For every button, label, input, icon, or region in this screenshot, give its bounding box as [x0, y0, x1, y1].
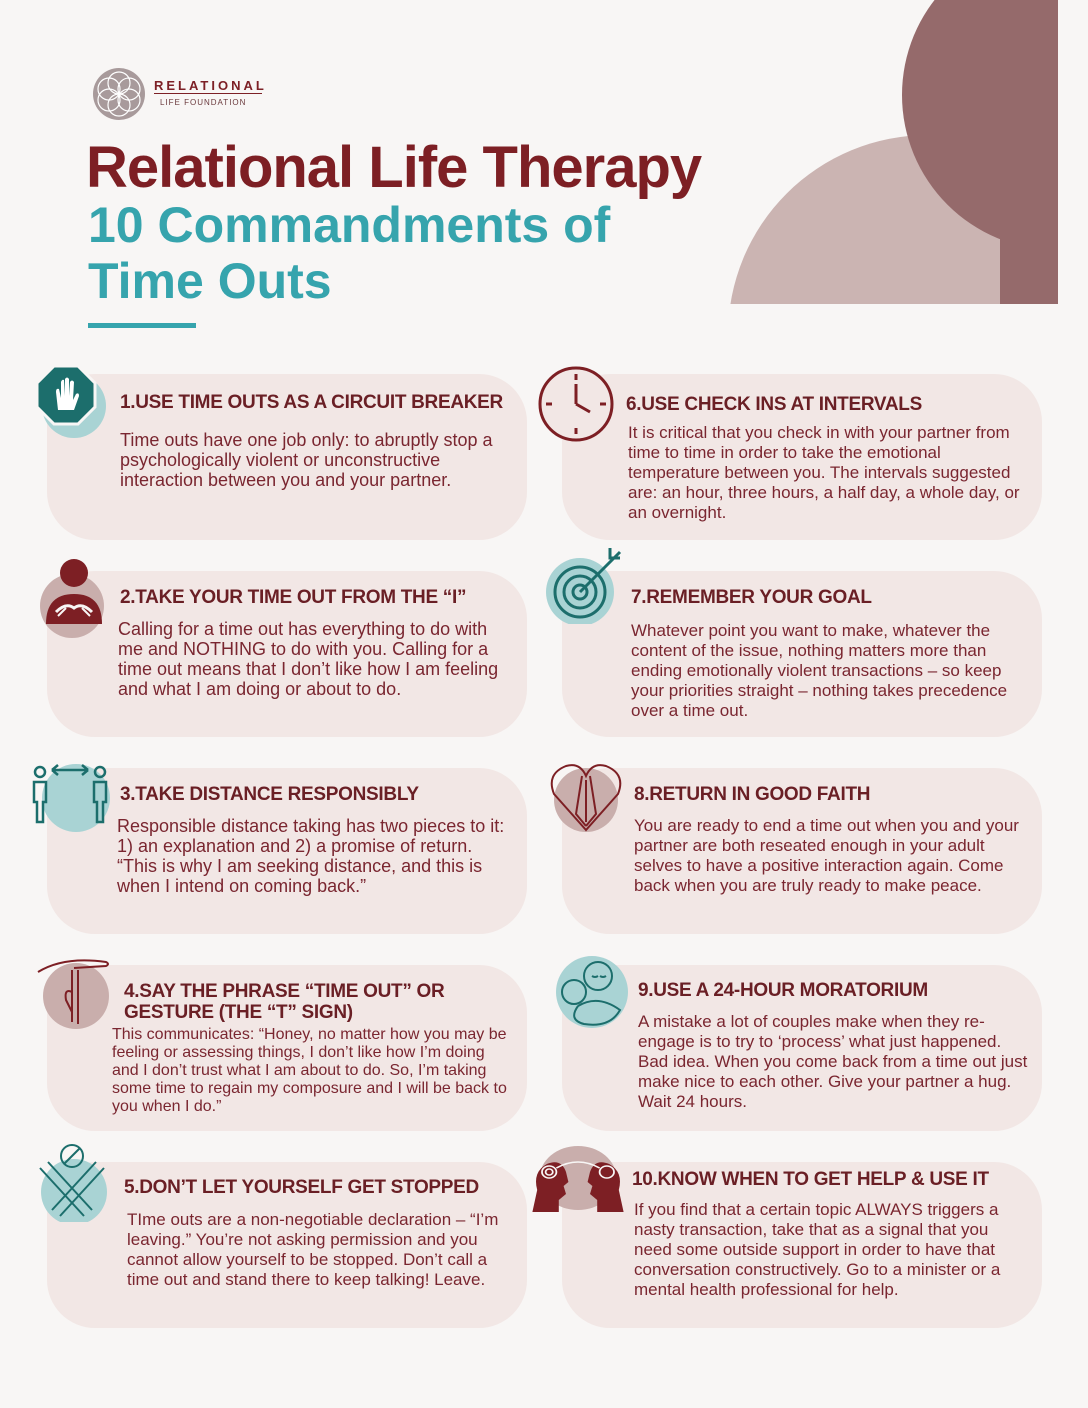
commandment-body-8: You are ready to end a time out when you…: [634, 816, 1019, 895]
commandment-body-10: If you find that a certain topic ALWAYS …: [634, 1200, 1001, 1299]
clock-icon: [536, 364, 616, 444]
distance-people-icon: [30, 756, 110, 836]
commandment-card-1: [47, 374, 527, 540]
stop-hand-icon: [28, 362, 108, 442]
target-icon: [544, 544, 624, 624]
commandment-card-6: [562, 374, 1042, 540]
commandment-title-3: 3.TAKE DISTANCE RESPONSIBLY: [120, 784, 419, 805]
page-title: Relational Life Therapy: [86, 135, 702, 200]
logo-divider: [154, 93, 262, 94]
commandment-title-4: 4.SAY THE PHRASE “TIME OUT” OR GESTURE (…: [124, 981, 445, 1023]
title-underline: [88, 323, 196, 328]
decorative-circle-dark: [880, 0, 1058, 304]
commandment-body-9: A mistake a lot of couples make when the…: [638, 1012, 1028, 1111]
commandment-body-3: Responsible distance taking has two piec…: [117, 816, 505, 897]
commandment-card-3: [47, 768, 527, 934]
commandment-card-2: [47, 571, 527, 737]
commandment-title-7: 7.REMEMBER YOUR GOAL: [631, 587, 872, 608]
commandment-title-10: 10.KNOW WHEN TO GET HELP & USE IT: [632, 1169, 989, 1190]
hug-icon: [550, 950, 630, 1030]
commandment-body-5: TIme outs are a non-negotiable declarati…: [127, 1210, 499, 1289]
commandment-body-1: Time outs have one job only: to abruptly…: [120, 430, 493, 491]
commandment-body-2: Calling for a time out has everything to…: [118, 619, 499, 700]
t-sign-hands-icon: [34, 952, 114, 1032]
page-subtitle: 10 Commandments of Time Outs: [88, 197, 611, 309]
commandment-title-8: 8.RETURN IN GOOD FAITH: [634, 784, 871, 805]
heart-praying-hands-icon: [546, 756, 626, 836]
crossed-hands-icon: [32, 1142, 112, 1222]
commandment-card-5: [47, 1162, 527, 1328]
commandment-card-10: [562, 1162, 1042, 1328]
commandment-title-5: 5.DON’T LET YOURSELF GET STOPPED: [124, 1177, 479, 1198]
commandment-card-8: [562, 768, 1042, 934]
commandment-title-6: 6.USE CHECK INS AT INTERVALS: [626, 394, 922, 415]
logo-name: RELATIONAL: [154, 78, 267, 93]
commandment-body-7: Whatever point you want to make, whateve…: [631, 621, 1008, 720]
commandment-card-4: [47, 965, 527, 1131]
commandment-card-9: [562, 965, 1042, 1131]
two-heads-icon: [530, 1142, 624, 1222]
logo-subtitle: LIFE FOUNDATION: [160, 98, 247, 107]
decorative-edge: [1058, 0, 1088, 320]
commandment-title-9: 9.USE A 24-HOUR MORATORIUM: [638, 980, 928, 1001]
self-hug-icon: [32, 558, 112, 638]
commandment-body-4: This communicates: “Honey, no matter how…: [112, 1026, 507, 1115]
commandment-card-7: [562, 571, 1042, 737]
commandment-title-1: 1.USE TIME OUTS AS A CIRCUIT BREAKER: [120, 392, 503, 413]
commandment-title-2: 2.TAKE YOUR TIME OUT FROM THE “I”: [120, 587, 467, 608]
logo-icon: [92, 67, 146, 121]
commandment-body-6: It is critical that you check in with yo…: [628, 423, 1020, 522]
